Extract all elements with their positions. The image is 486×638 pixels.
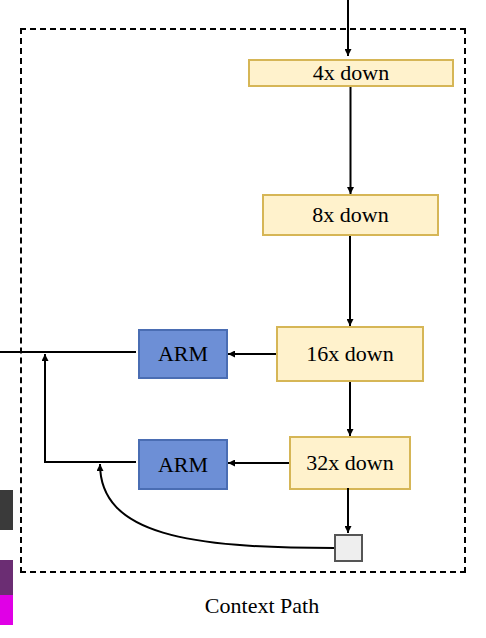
flow-arrow bbox=[349, 382, 351, 436]
output-line bbox=[0, 351, 136, 353]
downsample-box: 32x down bbox=[289, 436, 411, 490]
box-label: 4x down bbox=[313, 60, 389, 86]
downsample-box: 16x down bbox=[276, 326, 424, 382]
group-title: Context Path bbox=[162, 593, 362, 619]
arm-box: ARM bbox=[138, 439, 228, 490]
pool-square bbox=[335, 535, 362, 561]
flow-arrow bbox=[350, 87, 352, 194]
image-fragment bbox=[0, 560, 13, 595]
pool-arrow bbox=[347, 488, 349, 533]
box-label: 32x down bbox=[306, 450, 393, 476]
box-label: 8x down bbox=[312, 202, 388, 228]
box-label: ARM bbox=[158, 341, 208, 367]
flow-arrow bbox=[228, 462, 289, 464]
flow-arrow bbox=[228, 353, 276, 355]
merge-line bbox=[45, 354, 136, 462]
image-fragment bbox=[0, 595, 13, 625]
context-path-group: Context Path4x down8x downARM16x downARM… bbox=[20, 28, 466, 573]
downsample-box: 4x down bbox=[248, 59, 454, 87]
box-label: 16x down bbox=[306, 341, 393, 367]
flow-arrow bbox=[349, 236, 351, 326]
global-context-arrow bbox=[100, 464, 334, 548]
image-fragment bbox=[0, 490, 13, 530]
downsample-box: 8x down bbox=[262, 194, 439, 236]
input-arrow bbox=[347, 0, 349, 56]
box-label: ARM bbox=[158, 452, 208, 478]
arm-box: ARM bbox=[138, 329, 228, 379]
